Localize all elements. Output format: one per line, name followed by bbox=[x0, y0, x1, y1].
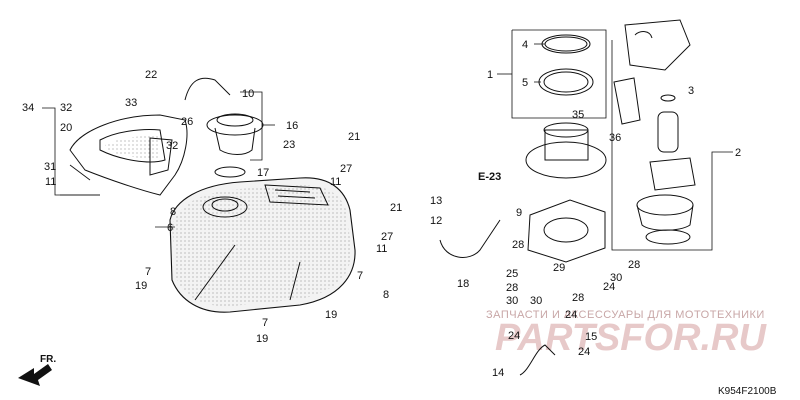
callout-16: 16 bbox=[286, 120, 298, 132]
fuel-pump-assembly bbox=[525, 19, 696, 263]
callout-3: 3 bbox=[688, 85, 694, 97]
callout-21-a: 21 bbox=[348, 131, 360, 143]
callout-7-c: 7 bbox=[262, 317, 268, 329]
breather-tube bbox=[184, 77, 231, 101]
callout-27-a: 27 bbox=[340, 163, 352, 175]
callout-15: 15 bbox=[585, 331, 597, 343]
callout-10: 10 bbox=[242, 88, 254, 100]
callout-7-b: 7 bbox=[357, 270, 363, 282]
callout-11-c: 11 bbox=[376, 243, 387, 255]
callout-6: 6 bbox=[167, 222, 173, 234]
callout-18: 18 bbox=[457, 278, 469, 290]
callout-35: 35 bbox=[572, 109, 584, 121]
callout-31: 31 bbox=[44, 161, 56, 173]
callout-28-c: 28 bbox=[572, 292, 584, 304]
callout-21-b: 21 bbox=[390, 202, 402, 214]
callout-27-b: 27 bbox=[381, 231, 393, 243]
callout-32-a: 32 bbox=[60, 102, 72, 114]
callout-24-b: 24 bbox=[578, 346, 590, 358]
callout-13: 13 bbox=[430, 195, 442, 207]
callout-5: 5 bbox=[522, 77, 528, 89]
callout-24-d: 24 bbox=[565, 309, 577, 321]
tank-cover bbox=[69, 114, 188, 196]
callout-22: 22 bbox=[145, 69, 157, 81]
callouts: 1 2 3 4 5 6 7 7 7 8 8 9 10 11 11 11 12 1… bbox=[22, 39, 741, 379]
callout-19-c: 19 bbox=[256, 333, 268, 345]
callout-8-b: 8 bbox=[383, 289, 389, 301]
callout-19-a: 19 bbox=[135, 280, 147, 292]
cap-gasket bbox=[214, 166, 246, 178]
drain-tube bbox=[519, 344, 556, 376]
callout-19-b: 19 bbox=[325, 309, 337, 321]
fuel-feed-hose bbox=[439, 219, 501, 258]
callout-9: 9 bbox=[516, 207, 522, 219]
callout-24-c: 24 bbox=[508, 330, 520, 342]
drawing-code: K954F2100B bbox=[718, 386, 777, 397]
filler-cap bbox=[206, 113, 264, 155]
callout-33: 33 bbox=[125, 97, 137, 109]
fuel-tank bbox=[169, 177, 356, 313]
callout-28-a: 28 bbox=[512, 239, 524, 251]
callout-2: 2 bbox=[735, 147, 741, 159]
reference-label: E-23 bbox=[478, 171, 501, 183]
callout-26: 26 bbox=[181, 116, 193, 128]
callout-34: 34 bbox=[22, 102, 34, 114]
callout-32-b: 32 bbox=[166, 140, 178, 152]
callout-14: 14 bbox=[492, 367, 504, 379]
direction-label: FR. bbox=[40, 354, 56, 365]
watermark-text: ЗАПЧАСТИ И АКСЕССУАРЫ ДЛЯ МОТОТЕХНИКИ bbox=[486, 309, 765, 321]
callout-28-d: 28 bbox=[628, 259, 640, 271]
callout-29: 29 bbox=[553, 262, 565, 274]
callout-24-a: 24 bbox=[603, 281, 615, 293]
front-direction-arrow: FR. bbox=[18, 354, 56, 386]
callout-1: 1 bbox=[487, 69, 493, 81]
callout-17: 17 bbox=[257, 167, 269, 179]
watermark-logo: PARTSFOR.RU bbox=[495, 317, 767, 359]
callout-12: 12 bbox=[430, 215, 442, 227]
callout-23: 23 bbox=[283, 139, 295, 151]
callout-28-b: 28 bbox=[506, 282, 518, 294]
callout-30-a: 30 bbox=[506, 295, 518, 307]
callout-8-a: 8 bbox=[170, 206, 176, 218]
callout-7-a: 7 bbox=[145, 266, 151, 278]
callout-11-a: 11 bbox=[45, 176, 56, 188]
callout-30-b: 30 bbox=[610, 272, 622, 284]
callout-25: 25 bbox=[506, 268, 518, 280]
callout-4: 4 bbox=[522, 39, 528, 51]
callout-36: 36 bbox=[609, 132, 621, 144]
callout-11-b: 11 bbox=[330, 176, 341, 188]
callout-30-c: 30 bbox=[530, 295, 542, 307]
callout-20: 20 bbox=[60, 122, 72, 134]
leader-lines bbox=[42, 29, 733, 251]
